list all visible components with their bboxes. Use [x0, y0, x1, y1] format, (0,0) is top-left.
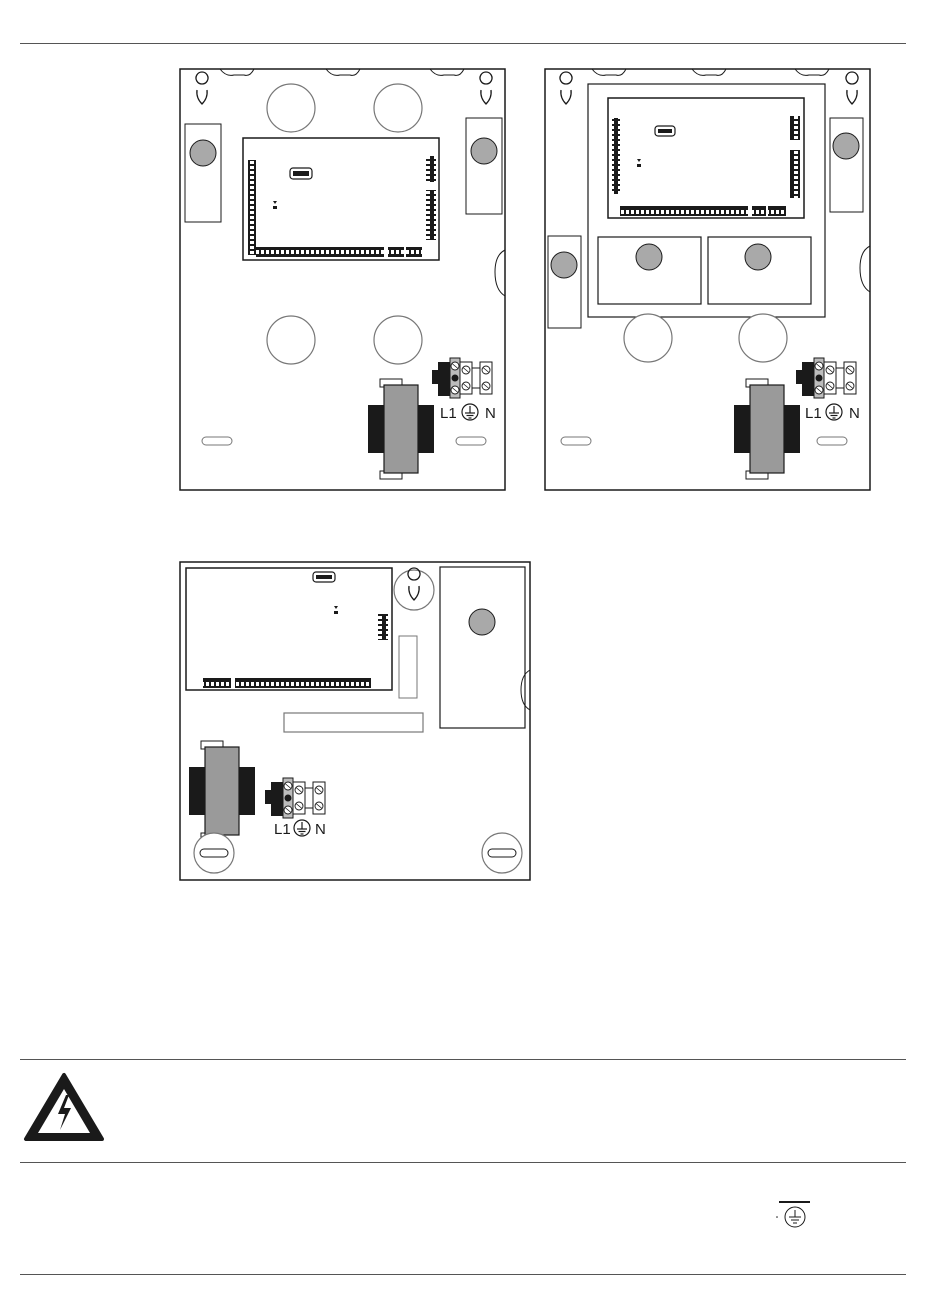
n-label: N — [485, 405, 496, 422]
high-voltage-warning-icon — [26, 1075, 102, 1139]
enclosure-large-with-modules: L1 N — [545, 69, 870, 490]
n-label: N — [849, 405, 860, 422]
l1-label: L1 — [440, 405, 457, 422]
enclosure-large-single: L1 N — [180, 69, 505, 490]
n-label: N — [315, 821, 326, 838]
terminal-labels-3: L1 N — [274, 820, 326, 838]
l1-label: L1 — [805, 405, 822, 422]
enclosure-small: L1 N — [180, 562, 530, 880]
l1-label: L1 — [274, 821, 291, 838]
terminal-labels-2: L1 N — [805, 404, 860, 422]
terminal-labels-1: L1 N — [440, 404, 496, 422]
protective-earth-icon — [776, 1202, 810, 1227]
